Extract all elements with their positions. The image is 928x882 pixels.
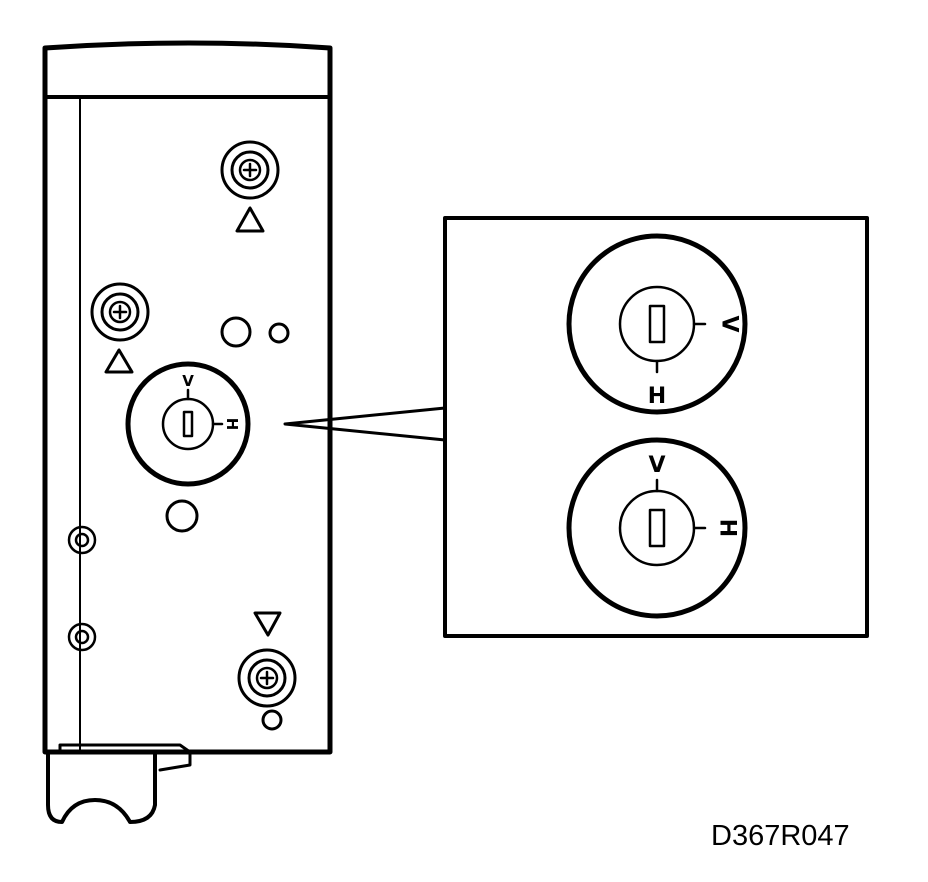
screw-top	[220, 140, 280, 200]
down-marker-bottom	[253, 611, 282, 637]
up-marker-left	[104, 348, 134, 374]
main-dial-label-h: H	[223, 418, 241, 431]
up-marker-top	[235, 206, 265, 233]
rivet-lower	[67, 622, 97, 652]
inset-dial-rotated	[566, 233, 748, 415]
hole-large-1	[220, 316, 252, 348]
hole-large-2	[165, 499, 199, 533]
figure-code-label: D367R047	[711, 820, 850, 852]
screw-bottom	[237, 648, 297, 708]
inset2-label-v: V	[648, 453, 665, 478]
inset2-label-h: H	[715, 519, 740, 537]
screw-left	[90, 282, 150, 342]
hole-small-1	[268, 322, 290, 344]
callout-pointer	[283, 406, 447, 442]
device-panel	[42, 40, 333, 824]
adjustment-dial-main	[125, 361, 251, 487]
callout-box	[443, 216, 869, 638]
hole-small-2	[261, 709, 283, 731]
rivet-upper	[67, 525, 97, 555]
main-dial-label-v: V	[182, 372, 194, 390]
inset1-label-h: H	[648, 384, 666, 409]
inset-dial-normal	[566, 437, 748, 619]
inset1-label-v: V	[717, 315, 742, 332]
